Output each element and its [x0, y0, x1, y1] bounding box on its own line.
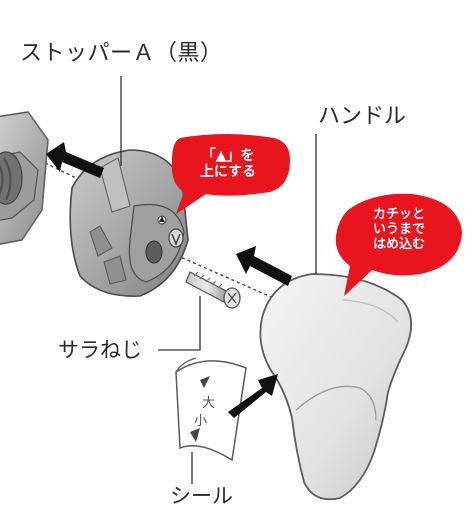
leader-lines [120, 76, 317, 484]
seal-large-mark: 大 [202, 396, 216, 411]
snap-line-3: はめ込む [372, 236, 425, 252]
seal-label: シール [170, 484, 233, 508]
seal-sticker [175, 357, 247, 462]
stopper-a-part [69, 149, 189, 297]
arrow-into-nut [46, 142, 104, 178]
orient-instruction: 「▲」を 上にする [170, 148, 286, 180]
snap-line-1: カチッと [372, 207, 425, 222]
orient-line-1: 「▲」を [201, 148, 255, 164]
stopper-a-label: ストッパーＡ（黒） [20, 41, 223, 66]
snap-instruction: カチッと いうまで はめ込む [340, 207, 458, 253]
seal-small-mark: 小 [194, 414, 208, 429]
bubble-snap [335, 193, 462, 296]
red-bubbles [171, 134, 462, 296]
handle-part [259, 273, 412, 501]
countersunk-screw [185, 271, 241, 309]
snap-line-2: いうまで [372, 221, 425, 237]
orient-line-2: 上にする [199, 164, 257, 181]
bubble-orient [171, 134, 290, 214]
handle-label: ハンドル [318, 104, 407, 129]
direction-arrows [46, 142, 292, 418]
valve-nut [0, 111, 49, 245]
screw-label: サラねじ [58, 338, 142, 362]
arrow-seal-to-handle [228, 374, 278, 418]
arrow-into-stopper [236, 246, 292, 286]
